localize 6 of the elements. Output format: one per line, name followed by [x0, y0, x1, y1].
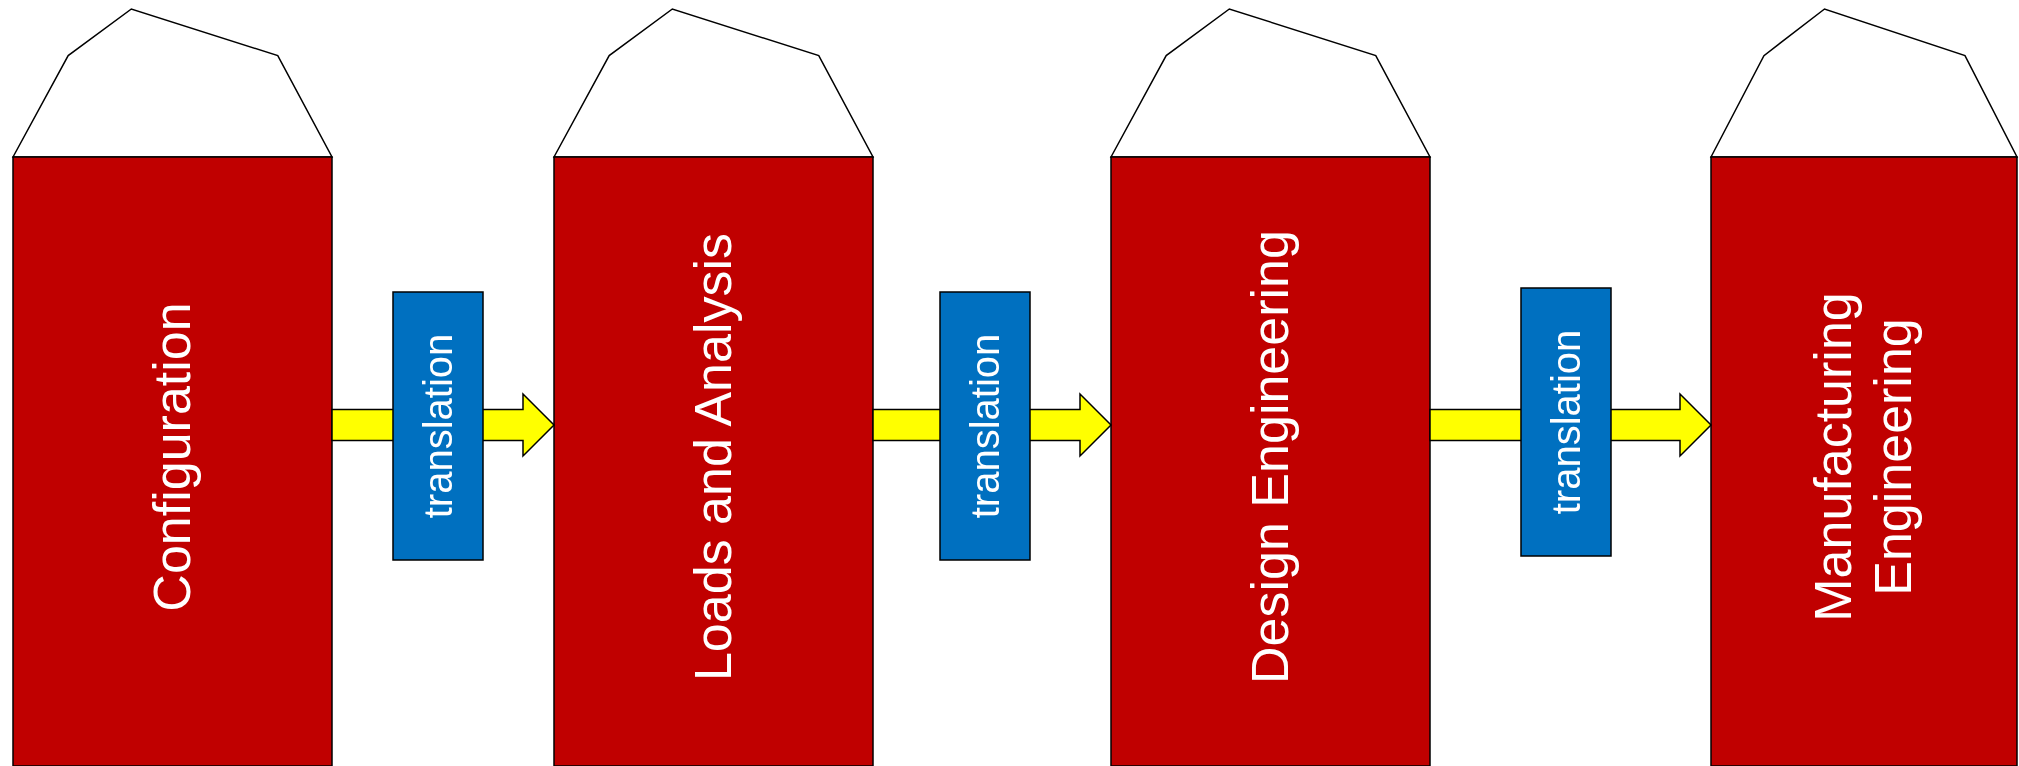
translation-box [393, 292, 483, 560]
translation-label: translation [415, 333, 461, 519]
translation-label: translation [962, 333, 1008, 519]
translation-label: translation [1543, 329, 1589, 515]
translation-box [940, 292, 1030, 560]
translation-box [1521, 288, 1611, 556]
